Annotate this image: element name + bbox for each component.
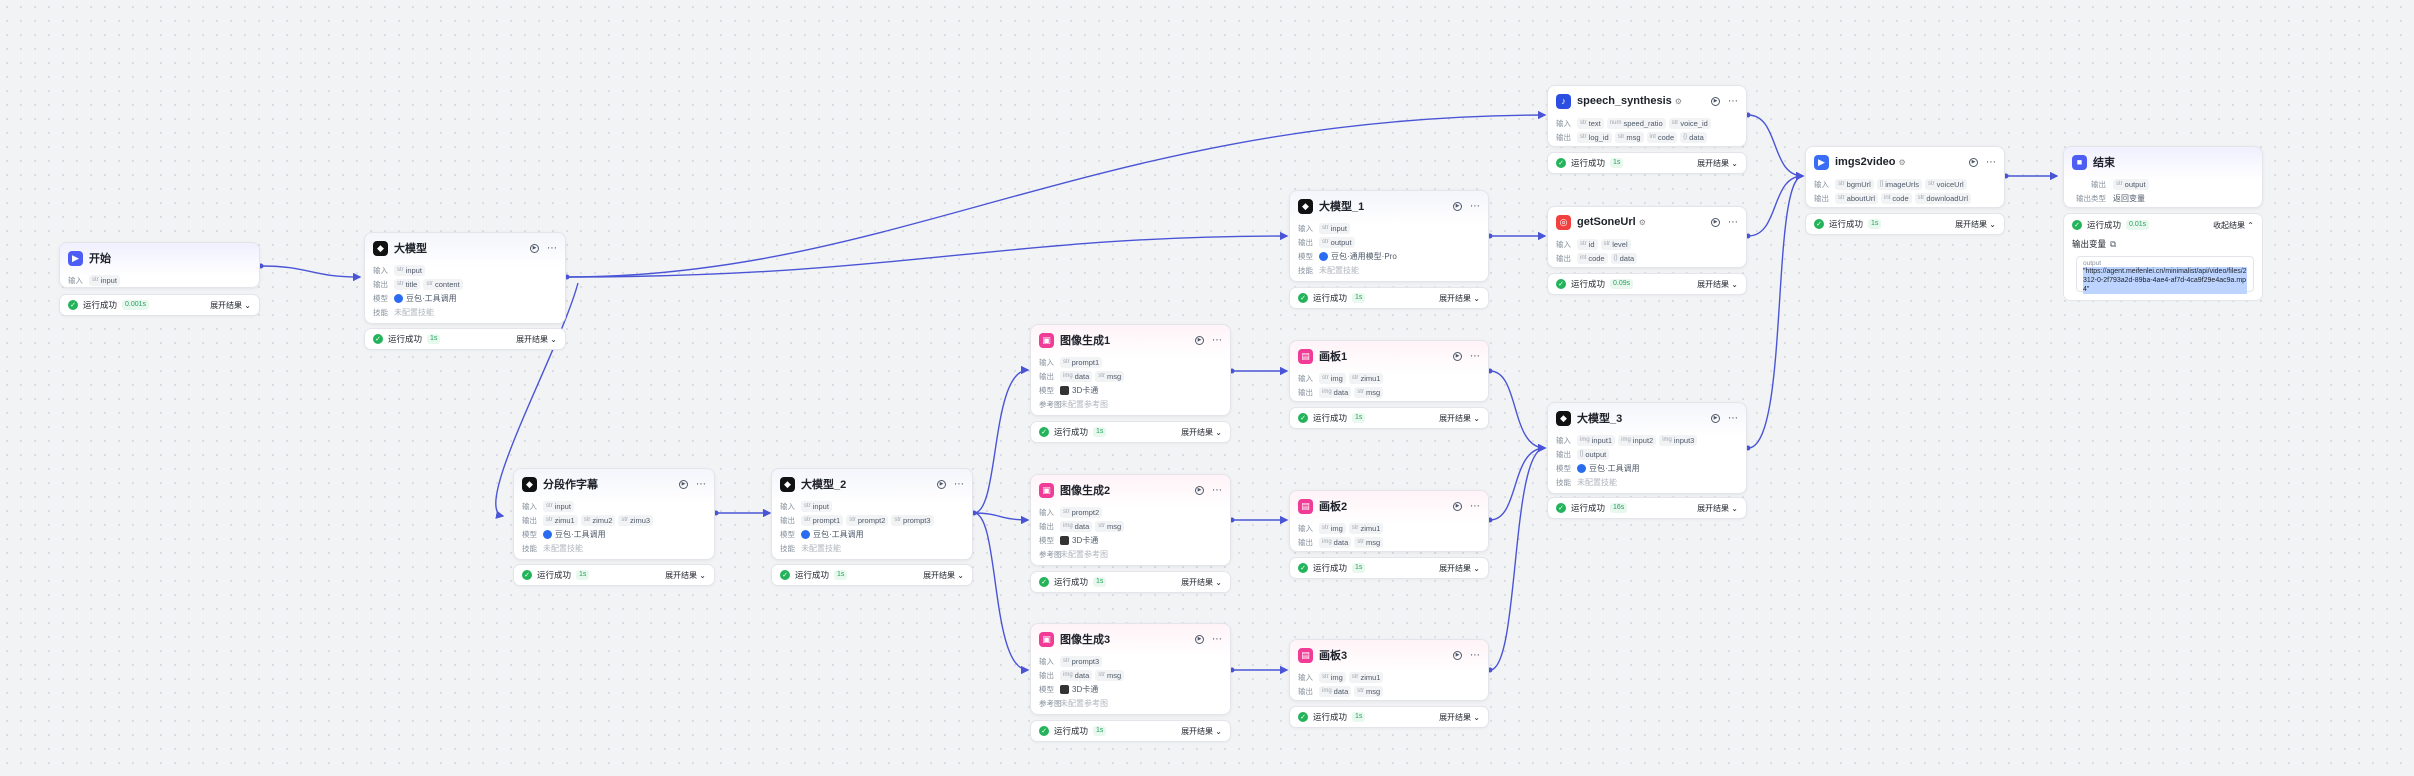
image-gen-icon: ▣ (1039, 332, 1054, 348)
llm-icon: ◆ (522, 476, 537, 492)
doubao-icon (394, 293, 403, 303)
edge-llm-llm1 (566, 231, 1289, 278)
run-icon[interactable]: ▶ (530, 243, 539, 253)
edge-speech-video (1747, 114, 1805, 181)
expand-result-button[interactable]: 展开结果 ⌄ (210, 300, 251, 310)
output-value-box[interactable]: output "https://agent.meifenlei.cn/minim… (2076, 256, 2254, 294)
more-icon[interactable]: ⋯ (696, 478, 706, 490)
start-icon: ▶ (68, 250, 83, 266)
copy-icon[interactable]: ⧉ (2110, 238, 2117, 249)
edge-llm2-img1 (973, 365, 1030, 514)
node-title: 开始 (89, 253, 111, 265)
speech-icon: ♪ (1556, 93, 1571, 109)
gear-icon: ⚙ (1674, 97, 1682, 106)
collapse-result-button[interactable]: 收起结果 ⌃ (2213, 220, 2254, 230)
more-icon[interactable]: ⋯ (547, 242, 557, 254)
video-icon: ▶ (1814, 154, 1829, 170)
edge-board2-llm3 (1489, 443, 1547, 521)
edge-board3-llm3 (1489, 443, 1547, 671)
end-icon: ■ (2072, 154, 2087, 170)
edge-llm2-img2 (973, 512, 1030, 525)
llm-icon: ◆ (373, 240, 388, 256)
edge-llm3-video (1747, 171, 1805, 449)
edge-board1-llm3 (1489, 370, 1547, 453)
canvas-icon: ▤ (1298, 348, 1313, 364)
edge-song-video (1747, 171, 1805, 237)
edge-start-llm (260, 265, 362, 282)
music-app-icon: ◎ (1556, 214, 1571, 230)
success-icon: ✓ (68, 300, 78, 310)
style-thumb-icon (1060, 385, 1069, 395)
edge-llm2-img3 (973, 512, 1030, 675)
